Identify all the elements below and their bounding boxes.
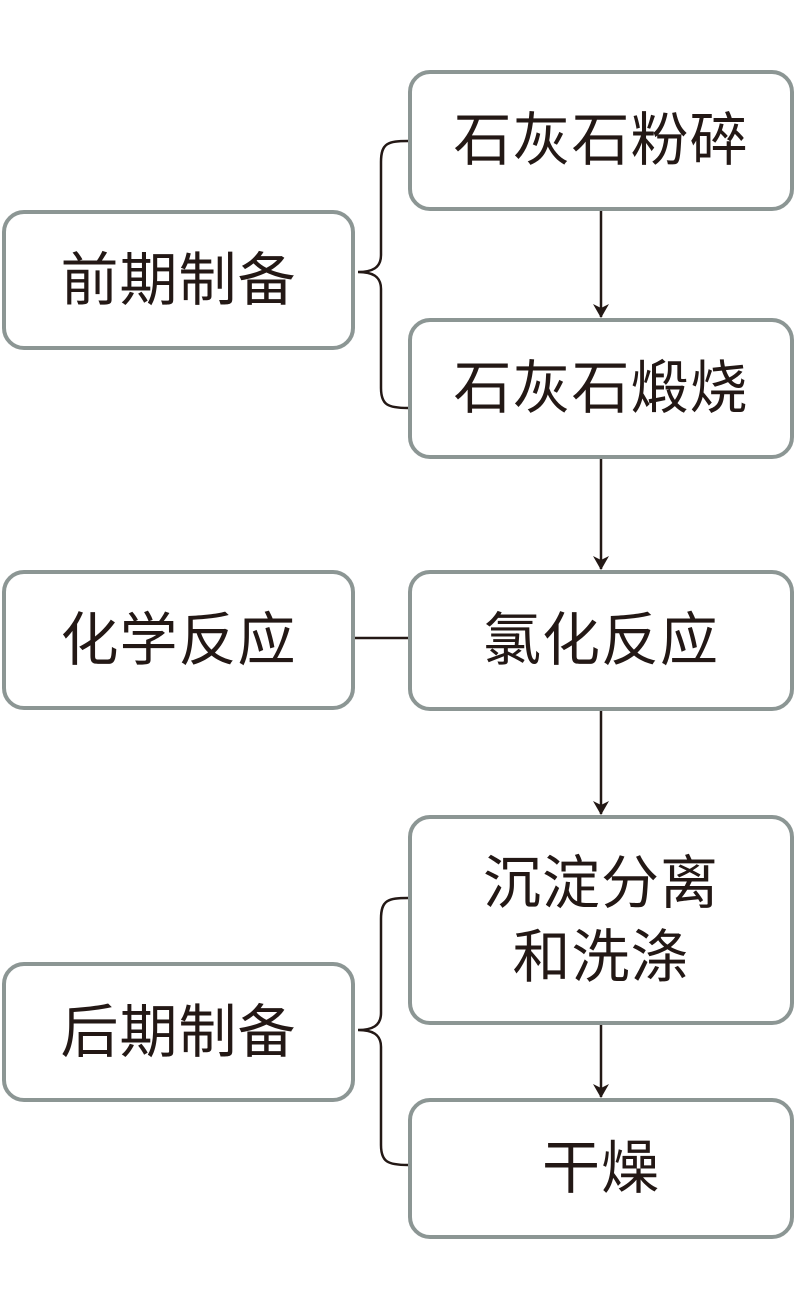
step-label-chlorination: 氯化反应 bbox=[482, 606, 719, 675]
step-box-limestone-calcination: 石灰石煅烧 bbox=[408, 318, 794, 459]
stage-label-early-prep: 前期制备 bbox=[60, 245, 297, 314]
step-label-limestone-calcination: 石灰石煅烧 bbox=[453, 354, 749, 423]
bracket-late-prep bbox=[357, 896, 409, 1167]
step-label-limestone-crushing: 石灰石粉碎 bbox=[453, 106, 749, 175]
stage-label-late-prep: 后期制备 bbox=[60, 997, 297, 1066]
step-label-drying: 干燥 bbox=[541, 1134, 660, 1203]
stage-box-late-prep: 后期制备 bbox=[2, 962, 355, 1102]
step-box-precipitation-washing: 沉淀分离 和洗涤 bbox=[408, 815, 794, 1025]
stage-label-chemical-reaction: 化学反应 bbox=[60, 605, 297, 674]
step-box-drying: 干燥 bbox=[408, 1098, 794, 1239]
stage-box-chemical-reaction: 化学反应 bbox=[2, 570, 355, 710]
step-box-limestone-crushing: 石灰石粉碎 bbox=[408, 70, 794, 211]
step-label-precipitation-washing: 沉淀分离 和洗涤 bbox=[482, 848, 719, 991]
step-box-chlorination: 氯化反应 bbox=[408, 570, 794, 711]
stage-box-early-prep: 前期制备 bbox=[2, 210, 355, 350]
bracket-early-prep bbox=[357, 139, 409, 410]
